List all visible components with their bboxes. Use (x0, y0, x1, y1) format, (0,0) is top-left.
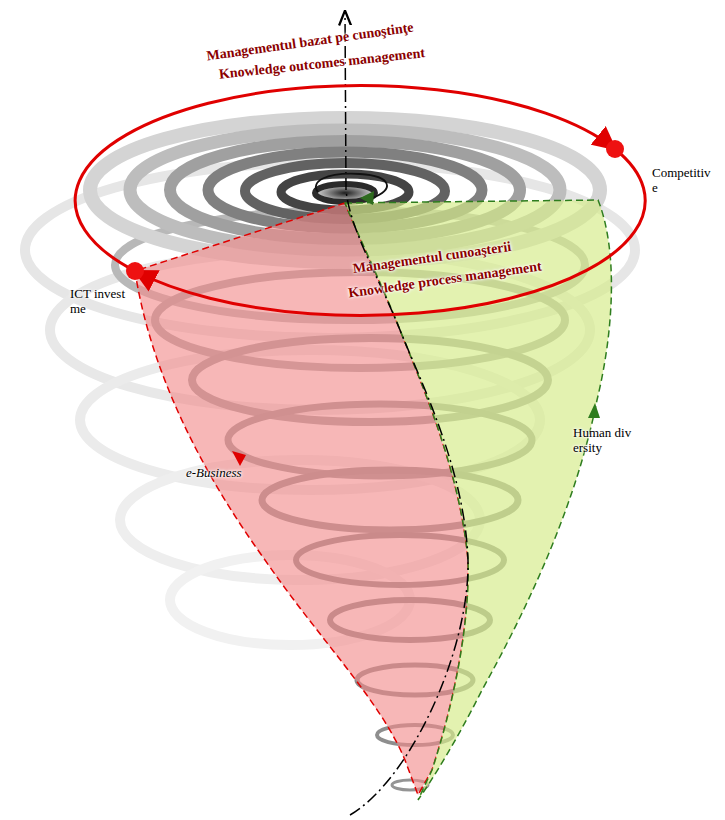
rotation-curl (316, 174, 387, 198)
side-label: Competitive (652, 166, 714, 196)
ring-dot (606, 140, 624, 158)
side-label: ICT investme (70, 287, 130, 317)
axis-line (345, 12, 468, 815)
side-label: e-Business (186, 466, 244, 481)
ring-dot (126, 262, 144, 280)
outcomes-arc (75, 86, 615, 271)
ebusiness-arrow (232, 451, 246, 466)
human-arrow (588, 403, 600, 418)
process-arc (135, 149, 645, 316)
side-label: Human diversity (573, 426, 635, 456)
human-region (345, 200, 611, 800)
rotation-head (360, 191, 374, 205)
